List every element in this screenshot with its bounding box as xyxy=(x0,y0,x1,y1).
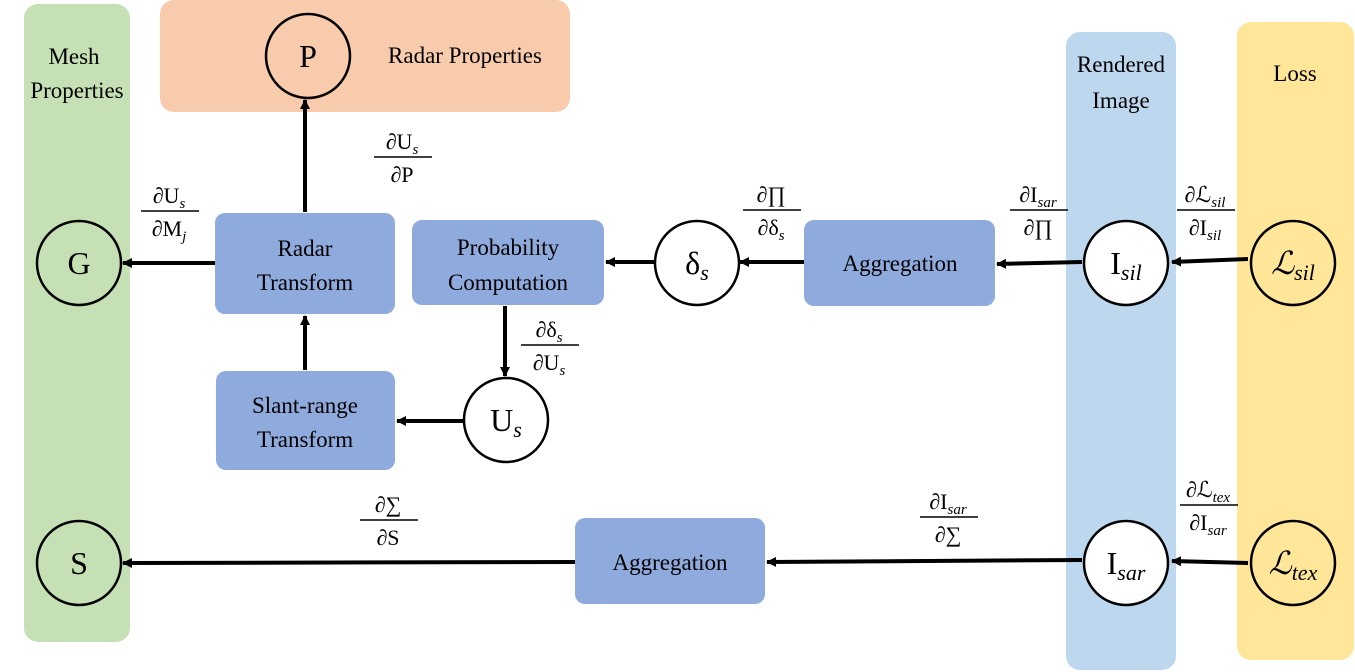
node-I-sar: Isar xyxy=(1082,519,1170,607)
gradient-dIsar_dSigma: ∂Isar ∂∑ xyxy=(920,489,978,547)
gradient-labels: ∂Us∂P∂Us∂Mj∂∏∂δs∂Isar∂∏∂ℒsil∂Isil∂δs∂Us∂… xyxy=(141,129,1238,550)
aggregation-bottom-label: Aggregation xyxy=(613,550,728,575)
node-Isar-sub: sar xyxy=(1117,560,1146,585)
node-I-sil: Isil xyxy=(1082,219,1170,307)
slant-label-1: Slant-range xyxy=(252,393,358,418)
aggregation-bottom-box xyxy=(575,518,765,604)
node-Isar-label: I xyxy=(1107,545,1118,581)
gradient-dIsar_dPi-denominator: ∂∏ xyxy=(1024,215,1053,240)
gradient-dUs_dMj: ∂Us ∂Mj xyxy=(141,183,199,245)
gradient-dSigma_dS-numerator: ∂∑ xyxy=(375,492,402,517)
gradient-dLtex_dIsar-numerator: ∂ℒtex xyxy=(1186,477,1231,506)
node-delta-label: δ xyxy=(685,245,700,281)
gradient-dUs_dP-denominator: ∂P xyxy=(390,162,413,187)
gradient-ddelta_dUs-denominator: ∂Us xyxy=(533,350,566,379)
node-G: G xyxy=(35,219,123,307)
gradient-dIsar_dSigma-denominator: ∂∑ xyxy=(935,522,962,547)
arrow-Lsil-to-Isil xyxy=(1171,256,1249,267)
mesh-panel-label: Mesh xyxy=(48,44,100,69)
gradient-dIsar_dSigma-numerator: ∂Isar xyxy=(929,489,967,518)
node-P-label: P xyxy=(299,38,317,74)
node-delta-sub: s xyxy=(700,260,709,285)
rendered-panel-label: Rendered xyxy=(1077,52,1166,77)
probability-computation-box xyxy=(412,220,604,305)
radar-panel-label: Radar Properties xyxy=(388,43,542,68)
gradient-dPi_ddelta-denominator: ∂δs xyxy=(757,215,784,244)
gradient-dIsar_dPi: ∂Isar ∂∏ xyxy=(1010,182,1068,240)
slant-label-2: Transform xyxy=(257,427,353,452)
loss-panel-label: Loss xyxy=(1273,61,1317,86)
gradient-dLsil_dIsil: ∂ℒsil ∂Isil xyxy=(1177,182,1235,244)
gradient-dSigma_dS-denominator: ∂S xyxy=(376,525,399,550)
node-Isil-sub: sil xyxy=(1121,260,1142,285)
gradient-dUs_dMj-numerator: ∂Us xyxy=(153,183,186,212)
mesh-properties-panel xyxy=(24,4,130,642)
node-Ltex-sub: tex xyxy=(1292,560,1318,585)
node-U-s: Us xyxy=(462,376,550,464)
slant-range-transform-box xyxy=(216,371,395,470)
svg-text:Isar: Isar xyxy=(1107,545,1146,585)
gradient-dUs_dP-numerator: ∂Us xyxy=(386,129,419,158)
svg-text:Us: Us xyxy=(490,402,522,442)
loss-panel xyxy=(1237,22,1354,660)
svg-text:Isil: Isil xyxy=(1110,245,1141,285)
probability-label-1: Probability xyxy=(457,235,560,260)
gradient-dSigma_dS: ∂∑ ∂S xyxy=(360,492,418,550)
node-S-label: S xyxy=(70,545,88,581)
probability-label-2: Computation xyxy=(448,270,569,295)
gradient-dPi_ddelta: ∂∏ ∂δs xyxy=(743,182,801,244)
node-L-tex: ℒtex xyxy=(1249,519,1337,607)
node-Lsil-sub: sil xyxy=(1294,260,1315,285)
gradient-dLtex_dIsar-denominator: ∂Isar xyxy=(1189,510,1227,539)
gradient-dPi_ddelta-numerator: ∂∏ xyxy=(757,182,786,207)
node-L-sil: ℒsil xyxy=(1249,219,1337,307)
arrow-Ltex-to-Isar xyxy=(1171,556,1249,567)
node-G-label: G xyxy=(67,245,90,281)
svg-text:δs: δs xyxy=(685,245,709,285)
gradient-dUs_dP: ∂Us ∂P xyxy=(374,129,432,187)
radar-transform-label-2: Transform xyxy=(257,270,353,295)
radar-properties-panel xyxy=(160,0,570,112)
gradient-dLsil_dIsil-denominator: ∂Isil xyxy=(1189,215,1221,244)
node-Isil-label: I xyxy=(1110,245,1121,281)
aggregation-top-box xyxy=(804,220,995,306)
node-U-sub: s xyxy=(513,417,522,442)
node-U-label: U xyxy=(490,402,513,438)
svg-text:ℒtex: ℒtex xyxy=(1269,545,1318,585)
gradient-dLtex_dIsar: ∂ℒtex ∂Isar xyxy=(1180,477,1238,539)
radar-transform-label-1: Radar xyxy=(278,236,333,261)
node-S: S xyxy=(35,519,123,607)
node-delta-s: δs xyxy=(653,219,741,307)
node-P: P xyxy=(264,12,352,100)
gradient-dUs_dMj-denominator: ∂Mj xyxy=(152,216,187,245)
node-Ltex-label: ℒ xyxy=(1269,545,1293,581)
radar-transform-box xyxy=(215,213,395,314)
arrow-Isar-to-aggregation xyxy=(766,556,1083,567)
gradient-ddelta_dUs-numerator: ∂δs xyxy=(535,317,562,346)
node-Lsil-label: ℒ xyxy=(1271,245,1295,281)
gradient-ddelta_dUs: ∂δs ∂Us xyxy=(521,317,579,379)
mesh-panel-label-2: Properties xyxy=(30,78,123,103)
rendered-image-panel xyxy=(1066,32,1176,670)
arrow-aggregation-to-S xyxy=(122,557,576,568)
arrow-Isil-to-aggregation xyxy=(996,258,1083,269)
rendered-panel-label-2: Image xyxy=(1092,88,1149,113)
svg-text:ℒsil: ℒsil xyxy=(1271,245,1315,285)
aggregation-top-label: Aggregation xyxy=(843,251,958,276)
gradient-dLsil_dIsil-numerator: ∂ℒsil xyxy=(1185,182,1226,211)
gradient-dIsar_dPi-numerator: ∂Isar xyxy=(1019,182,1057,211)
